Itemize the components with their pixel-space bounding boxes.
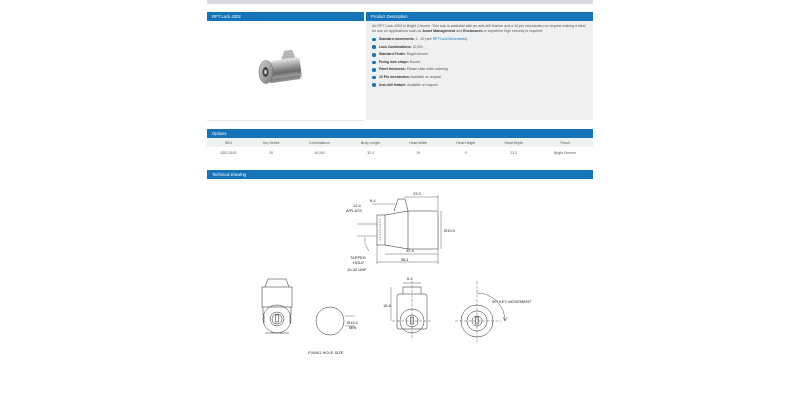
table-cell: 23.3 [490,147,538,159]
tapped-label-3: 10-32 UNF [347,267,367,272]
description-header: Product Description [366,12,593,21]
table-cell: 32.4 [345,147,396,159]
spec-value: ) [466,37,468,41]
spec-label: Anti-drill feature: [379,82,407,87]
rotated-view-labels: 90° KEY MOVEMENT [492,299,532,304]
front-view-2 [390,281,432,339]
dim-aflats-2: A/FLATS [346,208,362,213]
desc-part: and [455,29,464,33]
description-text: An RPT Lock 4302 in Bright Chrome. This … [366,21,593,36]
spec-value: Available on request [407,82,438,87]
dim-38-1: 38.1 [401,257,410,262]
column-header: Key Series [249,138,293,147]
table-header-row: SKU Key Series Combinations Body Length … [207,138,593,147]
desc-part: An RPT Lock 4302 in Bright Chrome. This … [372,24,586,33]
lock-photo-illustration [258,49,302,84]
dim-15-6: 15.6 [383,303,392,308]
drawing-svg: 6.4 23.3 12.4 A/FLATS Ø19.0 32.4 38.1 TA… [261,191,532,355]
dim-32-4: 32.4 [406,248,415,253]
table-cell: 20 [249,147,293,159]
dim-6-4-top: 6.4 [370,198,376,203]
spec-value: 1 - 20 (see [415,37,433,41]
spec-item: Standard Finish: Bright chrome [372,51,587,59]
key-movement-label: 90° KEY MOVEMENT [492,299,532,304]
table-cell: Bright Chrome [537,147,593,159]
options-table: SKU Key Series Combinations Body Length … [207,138,593,159]
product-title: RPT Lock 4302 [207,12,364,21]
tapped-label-1: TAPPED [350,255,366,260]
spec-item: 10 Pin mechanism: Available on request [372,74,587,82]
fixing-hole-label: FIXING HOLE SIZE [308,350,344,355]
table-cell: 10,000 [292,147,346,159]
tapped-label-2: HOLE [353,260,364,265]
column-header: Head Width [395,138,442,147]
dim-aflats-1: 12.4 [353,203,362,208]
table-row[interactable]: 4302-0100 20 10,000 32.4 19 0 23.3 Brigh… [207,147,593,159]
options-header: Options [207,129,593,138]
dim-dia-19-0: Ø19.0 [444,228,456,233]
spec-label: Fixing hole shape: [379,59,409,64]
spec-label: 10 Pin mechanism: [379,74,410,79]
dim-6-4-b: 6.4 [407,276,413,281]
spec-label: Standard movements: [379,37,415,41]
product-panel: RPT Lock 4302 [207,12,364,121]
table-cell: 4302-0100 [207,147,250,159]
technical-drawing-header: Technical Drawing [207,170,593,179]
column-header: Body Length [345,138,396,147]
fixing-hole-labels: Ø19.2 MIN FIXING HOLE SIZE [308,320,359,355]
spec-label: Lock Combinations: [379,44,412,49]
description-panel: Product Description An RPT Lock 4302 in … [366,12,593,120]
spec-item: Fixing hole shape: Round [372,59,587,67]
dim-min: MIN [349,325,356,330]
spec-label: Panel thickness: [379,67,406,72]
spec-item: Lock Combinations: 10,000 [372,44,587,52]
desc-bold: Asset Management [422,29,456,33]
rotated-view [455,281,508,344]
column-header: Head Depth [490,138,538,147]
fixing-hole [315,306,355,336]
spec-value: 10,000 [412,44,423,49]
spec-value: Please state when ordering [406,67,448,72]
column-header: SKU [207,138,250,147]
side-view [357,195,442,264]
movements-link[interactable]: RPT Lock Movements [432,37,467,41]
table-cell: 0 [441,147,491,159]
top-strip [207,0,593,4]
spec-list: Standard movements: 1 - 20 (see RPT Lock… [366,36,593,89]
spec-label: Standard Finish: [379,52,406,57]
dim-23-3: 23.3 [413,191,422,196]
desc-bold: Enclosures [463,29,483,33]
front-view-2-labels: 6.4 15.6 [383,276,413,308]
spec-item: Standard movements: 1 - 20 (see RPT Lock… [372,36,587,44]
column-header: Combinations [292,138,346,147]
desc-part: or anywhere high security is required. [482,29,544,33]
front-view-cam [261,278,293,334]
spec-value: Available on request [410,74,442,79]
column-header: Head Height [441,138,491,147]
spec-value: Bright chrome [406,52,428,57]
table-cell: 19 [395,147,442,159]
product-image [207,21,364,121]
options-section: Options SKU Key Series Combinations Body… [207,129,593,159]
technical-drawing: 6.4 23.3 12.4 A/FLATS Ø19.0 32.4 38.1 TA… [207,179,593,400]
spec-item: Panel thickness: Please state when order… [372,66,587,74]
dim-dia-19-2: Ø19.2 [347,320,359,325]
side-view-labels: 6.4 23.3 12.4 A/FLATS Ø19.0 32.4 38.1 TA… [346,191,456,272]
column-header: Finish [537,138,593,147]
spec-item: Anti-drill feature: Available on request [372,82,587,90]
technical-drawing-section: Technical Drawing [207,170,593,179]
spec-value: Round [409,59,420,64]
